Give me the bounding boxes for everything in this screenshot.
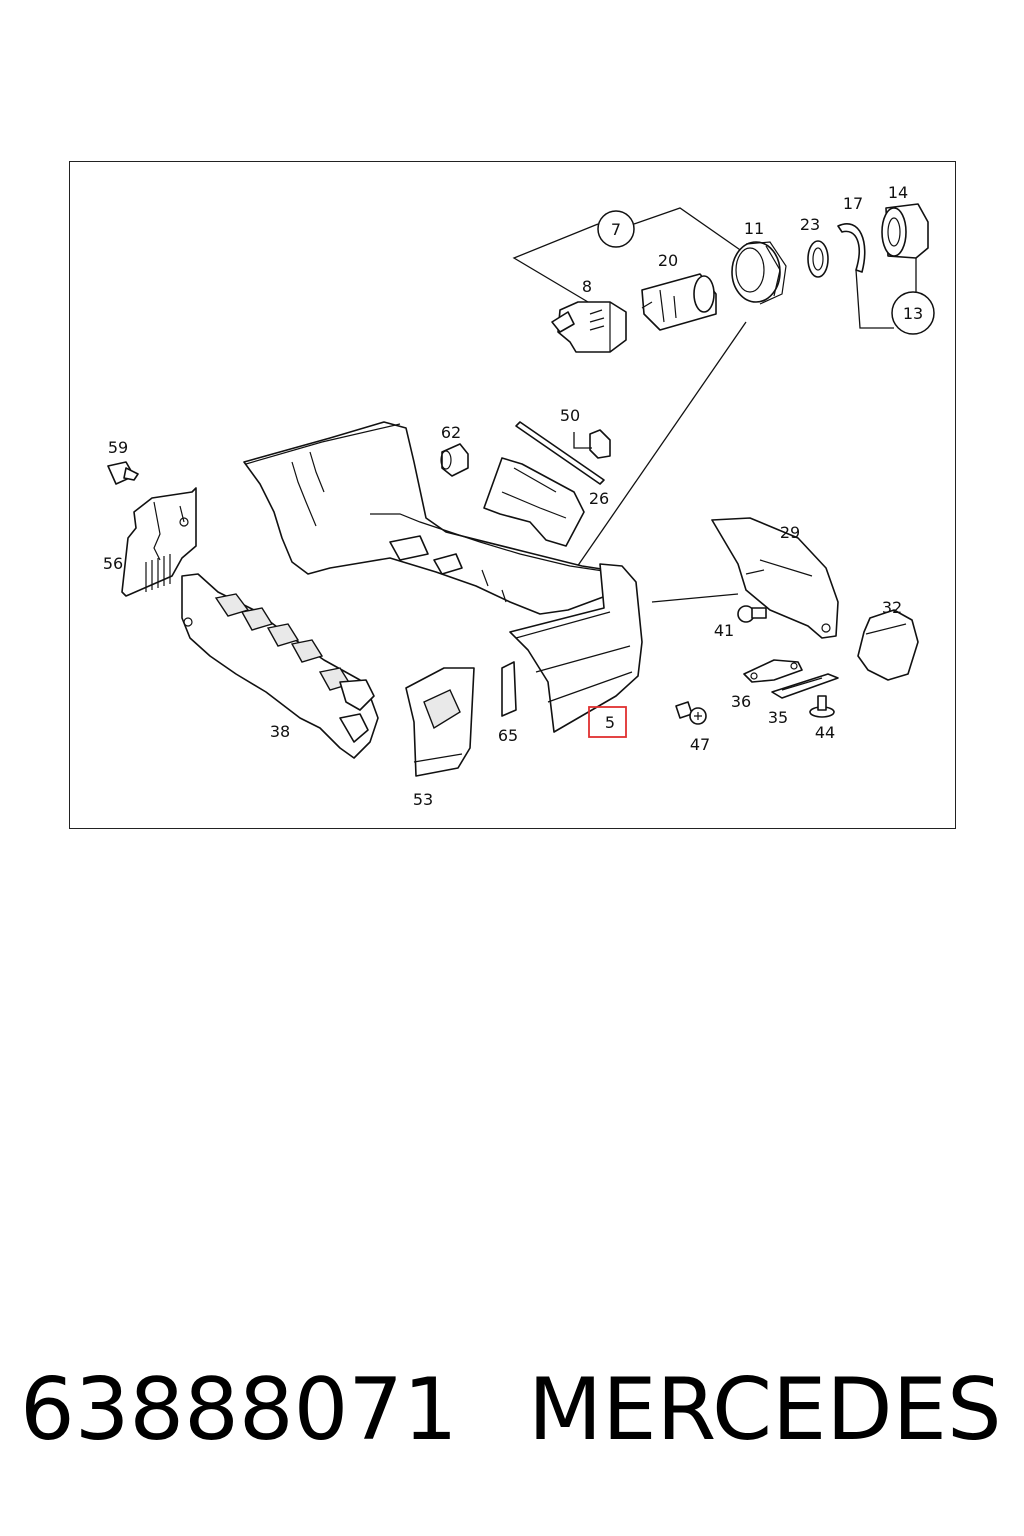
sensor-leader-line (549, 321, 747, 607)
label-50: 50 (560, 406, 580, 425)
part-20-parking-sensor[interactable] (641, 273, 717, 331)
svg-text:7: 7 (611, 220, 621, 239)
bumper-parts-diagram: 7 8 20 11 23 (103, 183, 935, 809)
label-53: 53 (413, 790, 433, 809)
label-38: 44 (815, 723, 835, 742)
part-59-expansion-clip[interactable] (107, 461, 139, 485)
part-8-sensor-holder[interactable] (551, 301, 627, 353)
label-32: 32 (882, 598, 902, 617)
part-62-clip-nut[interactable] (440, 443, 469, 477)
part-50-trim-strip[interactable] (515, 421, 611, 485)
callout-5-highlighted[interactable]: 5 (588, 706, 627, 738)
callout-7[interactable]: 7 (597, 210, 635, 248)
callout-50-leader (573, 432, 592, 449)
label-17: 17 (843, 194, 863, 213)
leader-to-29 (651, 593, 739, 603)
label-47: 47 (690, 735, 710, 754)
label-41: 41 (714, 621, 734, 640)
part-47-fastener[interactable] (675, 701, 707, 725)
part-23-seal-ring[interactable] (807, 240, 829, 278)
part-56-side-bracket[interactable] (121, 487, 197, 597)
label-36: 36 (731, 692, 751, 711)
label-62: 62 (441, 423, 461, 442)
part-65-foam-pad[interactable] (501, 661, 517, 717)
label-20: 20 (658, 251, 678, 270)
label-8: 8 (582, 277, 592, 296)
label-35: 35 (768, 708, 788, 727)
part-5-bumper-corner[interactable] (509, 563, 643, 733)
label-26: 26 (589, 489, 609, 508)
part-41-screw[interactable] (737, 605, 767, 623)
part-14-sensor-sleeve[interactable] (881, 203, 929, 259)
label-44: 38 (270, 722, 290, 741)
part-29-side-guide[interactable] (711, 517, 839, 639)
label-14: 14 (888, 183, 908, 202)
part-26-mounting-panel[interactable] (483, 457, 585, 547)
label-59: 59 (108, 438, 128, 457)
part-35-slotted-bar[interactable] (771, 673, 839, 699)
part-36-link-plate[interactable] (743, 659, 803, 683)
svg-text:13: 13 (903, 304, 923, 323)
highlight-box (588, 706, 627, 738)
callout-13[interactable]: 13 (891, 291, 935, 335)
part-53-air-deflector[interactable] (405, 667, 475, 777)
product-caption: 63888071 MERCEDES (20, 1360, 1010, 1470)
part-17-retaining-clip[interactable] (837, 223, 866, 273)
part-32-end-cap[interactable] (857, 609, 919, 681)
callout-13-leader (855, 258, 917, 329)
part-number: 63888071 (20, 1360, 458, 1460)
label-56: 56 (103, 554, 123, 573)
part-11-sensor-ring[interactable] (731, 241, 787, 305)
rear-bumper-cover[interactable] (243, 421, 623, 615)
label-11: 11 (744, 219, 764, 238)
label-23: 23 (800, 215, 820, 234)
part-44-bumper-support[interactable] (181, 573, 379, 759)
label-65: 65 (498, 726, 518, 745)
diagram-frame: 7 8 20 11 23 (69, 161, 956, 829)
callout-7-leader (512, 207, 747, 303)
svg-text:5: 5 (605, 713, 615, 732)
brand-name: MERCEDES (528, 1360, 1002, 1460)
label-29: 29 (780, 523, 800, 542)
part-38-screw[interactable] (809, 695, 835, 718)
